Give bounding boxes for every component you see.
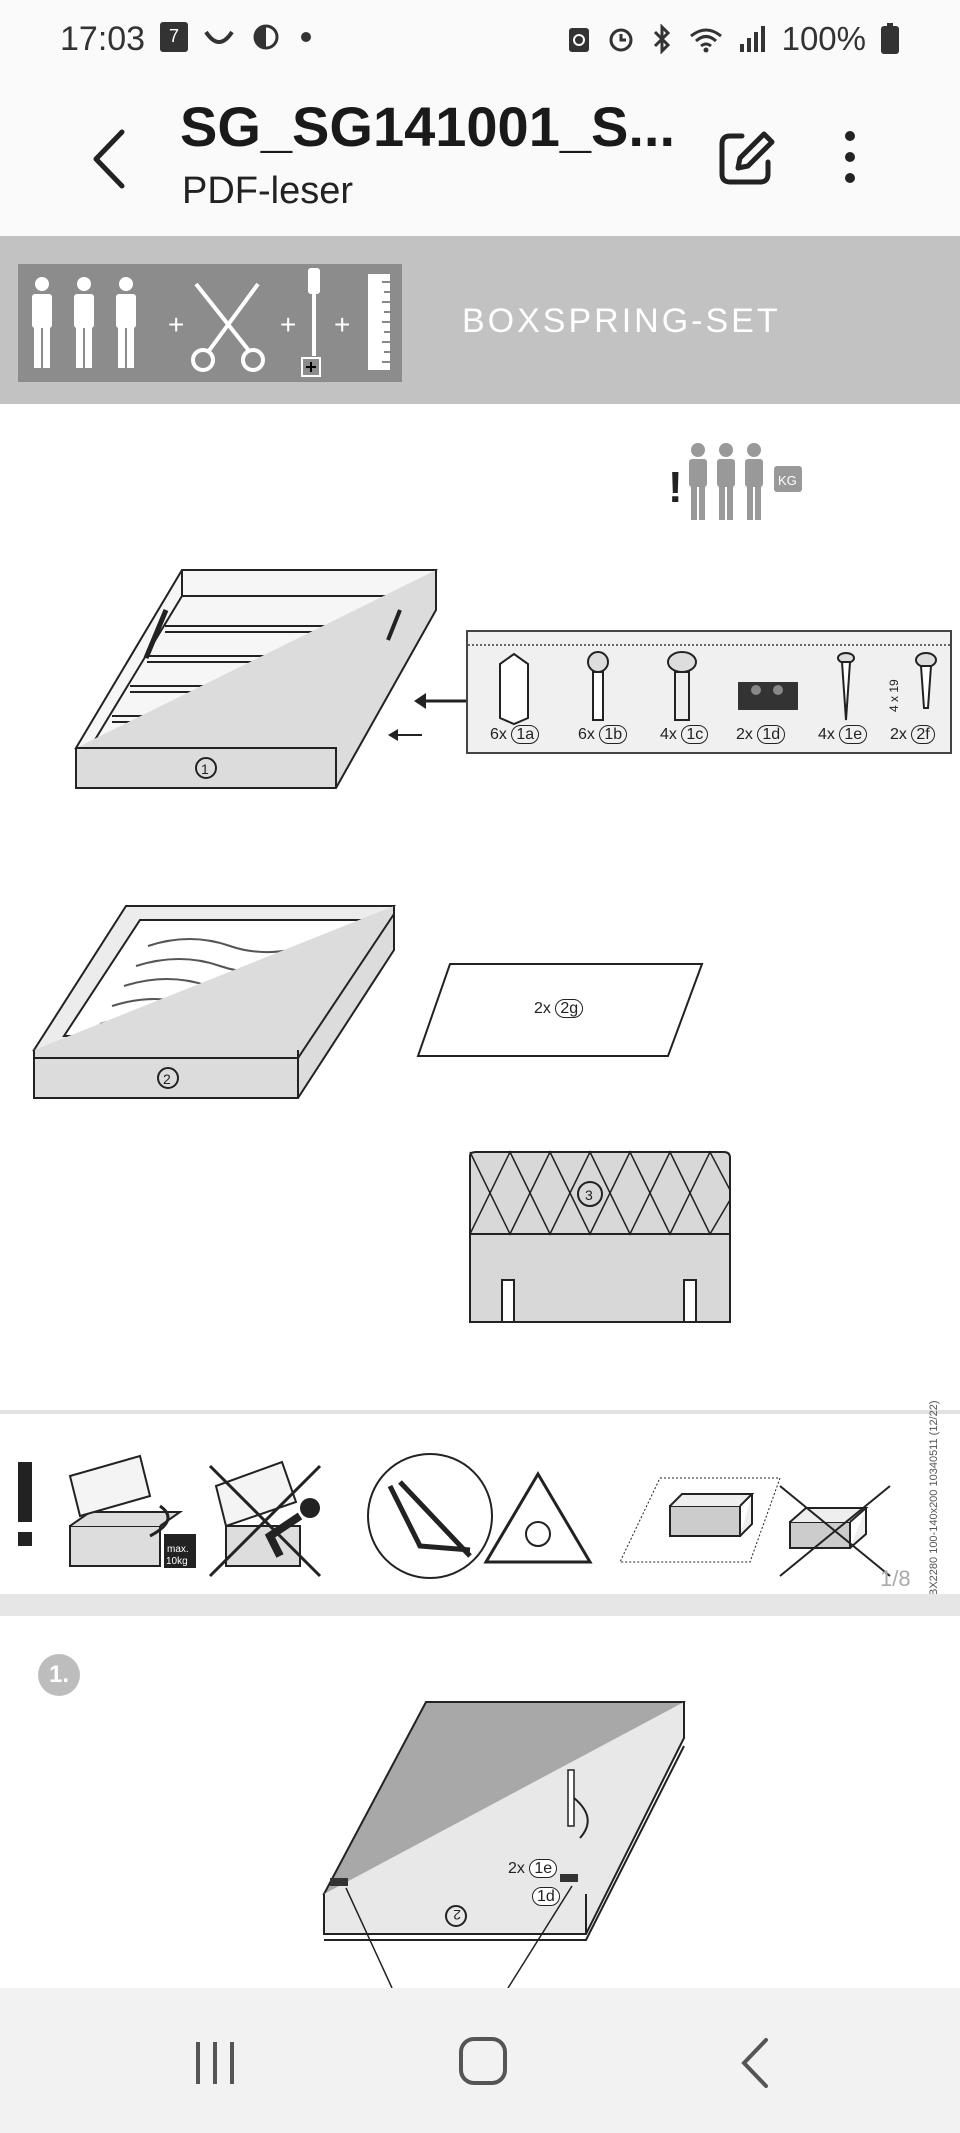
screw-size-label: 4 x 19 [887, 679, 901, 712]
connector-block-icon [738, 682, 798, 710]
moon-icon [204, 30, 234, 44]
cover-sheet-drawing [416, 963, 704, 1057]
rug-ok-icon [619, 1477, 781, 1563]
app-bar: SG_SG141001_S... PDF-leser [0, 84, 960, 236]
page-indicator: 1/8 [880, 1566, 911, 1591]
safety-warnings-graphic: max. 10kg [18, 1453, 891, 1579]
home-icon[interactable] [456, 2034, 510, 2088]
scissors-icon [191, 282, 265, 372]
boxspring-set-title: BOXSPRING-SET [462, 302, 781, 340]
calendar-icon: 7 [160, 22, 188, 52]
no-child-icon [208, 1460, 322, 1578]
navigation-bar [0, 1988, 960, 2133]
pinch-warning-icon [367, 1453, 593, 1579]
arrow-left-icon [414, 693, 468, 709]
arrow-left-icon [388, 729, 422, 741]
status-icons-right: 100% [566, 20, 900, 58]
headboard-drawing: 3 [469, 1150, 731, 1323]
wifi-icon [689, 28, 722, 53]
part-number-3: 3 [585, 1187, 593, 1203]
status-bar: 17:03 7 100% [0, 0, 960, 84]
svg-text:!: ! [668, 463, 683, 512]
back-icon[interactable] [736, 2036, 776, 2090]
wood-screw-icon [837, 652, 855, 721]
step-badge: 1. [38, 1654, 80, 1696]
step-part-label: 1d [532, 1887, 560, 1906]
document-title: SG_SG141001_S... [180, 95, 676, 158]
hardware-item: 2x 2f [890, 725, 935, 744]
bluetooth-icon [653, 24, 670, 54]
step-part-number: 2 [453, 1907, 461, 1923]
ruler-icon [368, 274, 390, 370]
screw-large-icon [667, 651, 697, 721]
weight-warning-graphic: ! KG [668, 443, 802, 520]
required-tools-graphic: + + + [18, 264, 402, 382]
svg-text:+: + [168, 309, 184, 340]
signal-icon [739, 26, 765, 52]
status-time: 17:03 [60, 20, 146, 58]
hardware-item: 2x 1d [736, 725, 786, 744]
dowel-icon [499, 652, 529, 726]
bolt-icon [587, 651, 609, 721]
battery-percent: 100% [781, 20, 866, 57]
svg-text:+: + [280, 309, 296, 340]
frame-drawing: 1 [74, 569, 438, 789]
app-subtitle: PDF-leser [182, 170, 354, 212]
more-options-icon[interactable] [830, 122, 870, 192]
max-load-value: 10kg [166, 1556, 188, 1567]
hardware-item: 4x 1c [660, 725, 709, 744]
product-code: BX2280 100-140x200 10340511 (12/22) [928, 1400, 940, 1596]
status-icons-left: 7 [160, 22, 316, 52]
step-part-label: 2x 1e [508, 1859, 558, 1878]
contrast-icon [253, 24, 279, 50]
back-arrow-icon[interactable] [82, 124, 142, 194]
short-screw-icon [915, 652, 937, 709]
hardware-item: 4x 1e [818, 725, 868, 744]
max-load-label: max. [167, 1544, 189, 1555]
part-number-1: 1 [201, 761, 209, 777]
floor-not-ok-icon [779, 1485, 891, 1577]
edit-icon[interactable] [712, 122, 782, 192]
hardware-item: 6x 1b [578, 725, 628, 744]
recent-apps-icon[interactable] [190, 2038, 240, 2088]
recycle-icon [568, 28, 589, 52]
pdf-viewer[interactable]: + + + BOXSPRING-SET ! KG [0, 236, 960, 1988]
instruction-banner: + + + BOXSPRING-SET [0, 236, 960, 404]
page-break [0, 1594, 960, 1616]
alarm-icon [609, 28, 633, 52]
cover-sheet-label: 2x 2g [534, 999, 584, 1018]
part-number-2: 2 [163, 1071, 171, 1087]
battery-icon [881, 23, 899, 54]
calendar-day: 7 [168, 26, 179, 46]
step-1-drawing: 2 [322, 1701, 686, 1988]
section-divider [0, 1410, 960, 1414]
dot-icon [301, 32, 311, 42]
hardware-panel: 4 x 19 [466, 630, 952, 754]
hardware-icons: 4 x 19 [499, 651, 937, 726]
svg-text:+: + [334, 309, 350, 340]
weight-kg-label: KG [778, 473, 797, 488]
hardware-item: 6x 1a [490, 725, 540, 744]
three-people-icon [32, 277, 136, 368]
screwdriver-icon [301, 268, 321, 377]
box-lift-icon [68, 1454, 184, 1567]
mattress-drawing: 2 [32, 905, 396, 1099]
